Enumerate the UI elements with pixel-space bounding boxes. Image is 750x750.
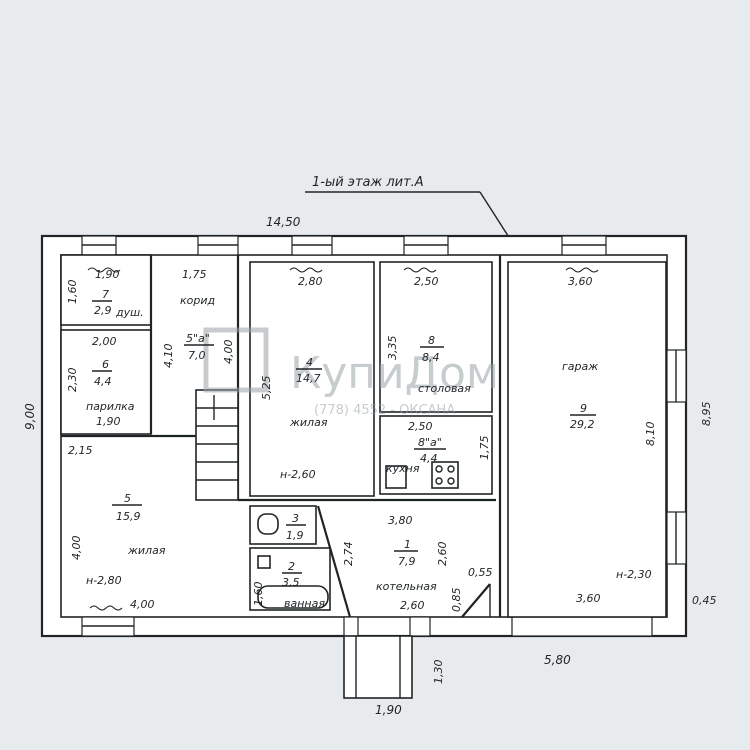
dim-porch-depth: 1,30 xyxy=(432,660,445,685)
room-6-name: парилка xyxy=(86,400,135,413)
room-2-dim: 1,60 xyxy=(252,582,265,607)
room-3-number: 3 xyxy=(292,512,299,525)
room-9-dim-outer: 8,95 xyxy=(700,402,713,427)
room-9-dim-width: 3,60 xyxy=(568,275,593,288)
room-7-area: 2,9 xyxy=(94,304,112,317)
room-5a-dim-width: 1,75 xyxy=(182,268,207,281)
room-4-area: 14,7 xyxy=(296,372,321,385)
room-8a-number: 8"а" xyxy=(418,436,442,449)
stove-icon xyxy=(431,461,459,489)
room-1-number: 1 xyxy=(404,538,411,551)
room-7-dim-height: 1,60 xyxy=(66,280,79,305)
watermark-phone: (778) 4552 - ОКСАНА xyxy=(314,403,455,418)
room-4-number: 4 xyxy=(306,356,313,369)
room-7-dim-width: 1,90 xyxy=(95,268,120,281)
room-5-height: н-2,80 xyxy=(86,574,122,587)
room-9-area: 29,2 xyxy=(570,418,595,431)
dim-height-left: 9,00 xyxy=(23,403,37,430)
garage-gate xyxy=(511,616,653,637)
room-8-dim-width: 2,50 xyxy=(414,275,439,288)
room-4-dim-height: 5,25 xyxy=(260,376,273,401)
room-1-dim-corner-h: 0,85 xyxy=(450,588,463,613)
room-1-dim-height: 2,60 xyxy=(436,542,449,567)
room-9-dim-height: 8,10 xyxy=(644,422,657,447)
room-8-area: 8,4 xyxy=(422,351,440,364)
room-5-name: жилая xyxy=(127,544,166,557)
title-leader xyxy=(479,191,513,243)
room-8a-name: кухня xyxy=(386,462,420,475)
wave-mark xyxy=(87,267,121,273)
room-9-name: гараж xyxy=(562,360,598,373)
room-9-height: н-2,30 xyxy=(616,568,652,581)
room-4-name: жилая xyxy=(289,416,328,429)
room-9-frame xyxy=(507,261,667,618)
room-6-dim-height: 2,30 xyxy=(66,368,79,393)
room-8-name: столовая xyxy=(418,382,471,395)
room-4-dim-door: 4,00 xyxy=(222,340,235,365)
room-6-dim-width: 2,00 xyxy=(92,335,117,348)
watermark-brand: КупиДом xyxy=(290,348,499,399)
room-2-number: 2 xyxy=(288,560,295,573)
room-5-dim-height: 4,00 xyxy=(70,536,83,561)
room-1-dim-width: 3,80 xyxy=(388,514,413,527)
room-7-number: 7 xyxy=(102,288,109,301)
dim-bottom-right: 5,80 xyxy=(544,653,571,667)
room-8-number: 8 xyxy=(428,334,435,347)
room-9-number: 9 xyxy=(580,402,587,415)
room-5a-number: 5"а" xyxy=(186,332,210,345)
room-5a-name: корид xyxy=(180,294,215,307)
bathtub-icon xyxy=(257,585,329,609)
room-8a-area: 4,4 xyxy=(420,452,438,465)
room-5-dim-bottom: 4,00 xyxy=(130,598,155,611)
room-4-frame xyxy=(249,261,375,497)
room-7-name: душ. xyxy=(115,306,144,319)
room-9-dim-bottom: 3,60 xyxy=(576,592,601,605)
watermark-logo-icon xyxy=(203,327,269,393)
room-1-name: котельная xyxy=(376,580,437,593)
room-1-dim-diag: 2,74 xyxy=(342,542,355,567)
room-8-frame xyxy=(379,261,493,413)
toilet-icon xyxy=(257,513,279,535)
washbasin-icon xyxy=(257,555,271,569)
room-6-dim-bottom: 1,90 xyxy=(96,415,121,428)
room-6-number: 6 xyxy=(102,358,109,371)
room-3-area: 1,9 xyxy=(286,529,304,542)
window-bottom-2 xyxy=(409,616,431,637)
room-5-area: 15,9 xyxy=(116,510,141,523)
room-5-dim-width: 2,15 xyxy=(68,444,93,457)
partition-shower xyxy=(60,254,152,326)
room-8a-dim-width: 2,50 xyxy=(408,420,433,433)
room-8a-dim-height: 1,75 xyxy=(478,436,491,461)
sink-icon xyxy=(385,465,407,489)
door-gap xyxy=(343,616,359,637)
staircase xyxy=(195,389,239,501)
dim-porch-width: 1,90 xyxy=(375,703,402,717)
porch xyxy=(343,635,413,699)
plan-title: 1-ый этаж лит.А xyxy=(312,175,424,190)
room-1-dim-corner: 0,55 xyxy=(468,566,493,579)
room-2-area: 3,5 xyxy=(282,576,300,589)
room-1-area: 7,9 xyxy=(398,555,416,568)
room-2-name: ванная xyxy=(284,597,325,610)
room-4-height: н-2,60 xyxy=(280,468,316,481)
room-6-area: 4,4 xyxy=(94,375,112,388)
dim-width-top: 14,50 xyxy=(266,215,301,229)
room-4-dim-width: 2,80 xyxy=(298,275,323,288)
room-1-dim-bottom: 2,60 xyxy=(400,599,425,612)
room-5a-area: 7,0 xyxy=(188,349,206,362)
room-8-dim-height: 3,35 xyxy=(386,336,399,361)
dim-garage-offset: 0,45 xyxy=(692,594,717,607)
room-5-number: 5 xyxy=(124,492,131,505)
room-5a-dim-height: 4,10 xyxy=(162,344,175,369)
